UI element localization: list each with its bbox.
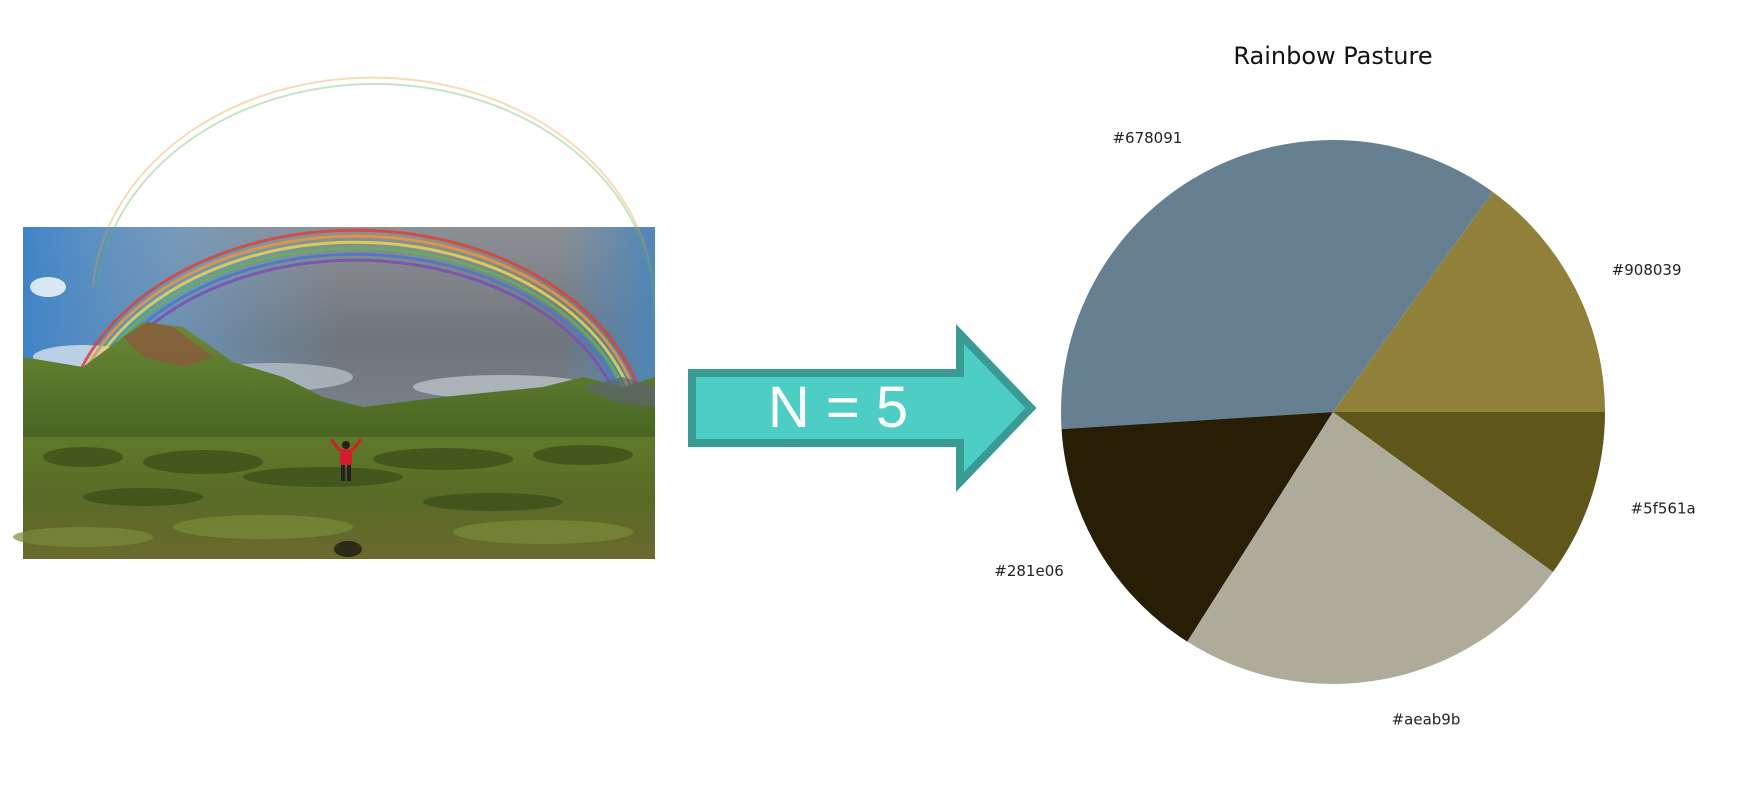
arrow: N = 5: [688, 324, 1038, 492]
source-photo: [13, 76, 655, 559]
pie-slice: [1061, 412, 1333, 642]
pie-slice-label: #281e06: [994, 562, 1064, 580]
arrow-right-icon: [688, 324, 1037, 492]
pie-chart: Rainbow Pasture #908039 #678091 #281e06 #ae…: [990, 0, 1695, 783]
pie-slice: [1061, 140, 1493, 430]
pie-slice-label: #aeab9b: [1392, 710, 1461, 728]
pie-chart-svg: Rainbow Pasture #908039 #678091 #281e06 #ae…: [994, 42, 1695, 728]
chart-title: Rainbow Pasture: [1233, 42, 1432, 70]
person-figure: [329, 438, 363, 481]
pie-slice: [1333, 191, 1605, 412]
pie-slices: [1061, 140, 1605, 684]
pie-slice: [1187, 412, 1554, 684]
pie-labels: #908039 #678091 #281e06 #aeab9b #5f561a: [994, 129, 1695, 728]
rainbow-pasture-photo: [13, 76, 655, 559]
pie-slice-label: #908039: [1612, 261, 1682, 279]
pie-slice-label: #5f561a: [1631, 500, 1696, 518]
pie-slice: [1333, 412, 1605, 572]
arrow-label: N = 5: [767, 375, 909, 440]
pie-slice-label: #678091: [1112, 129, 1182, 147]
